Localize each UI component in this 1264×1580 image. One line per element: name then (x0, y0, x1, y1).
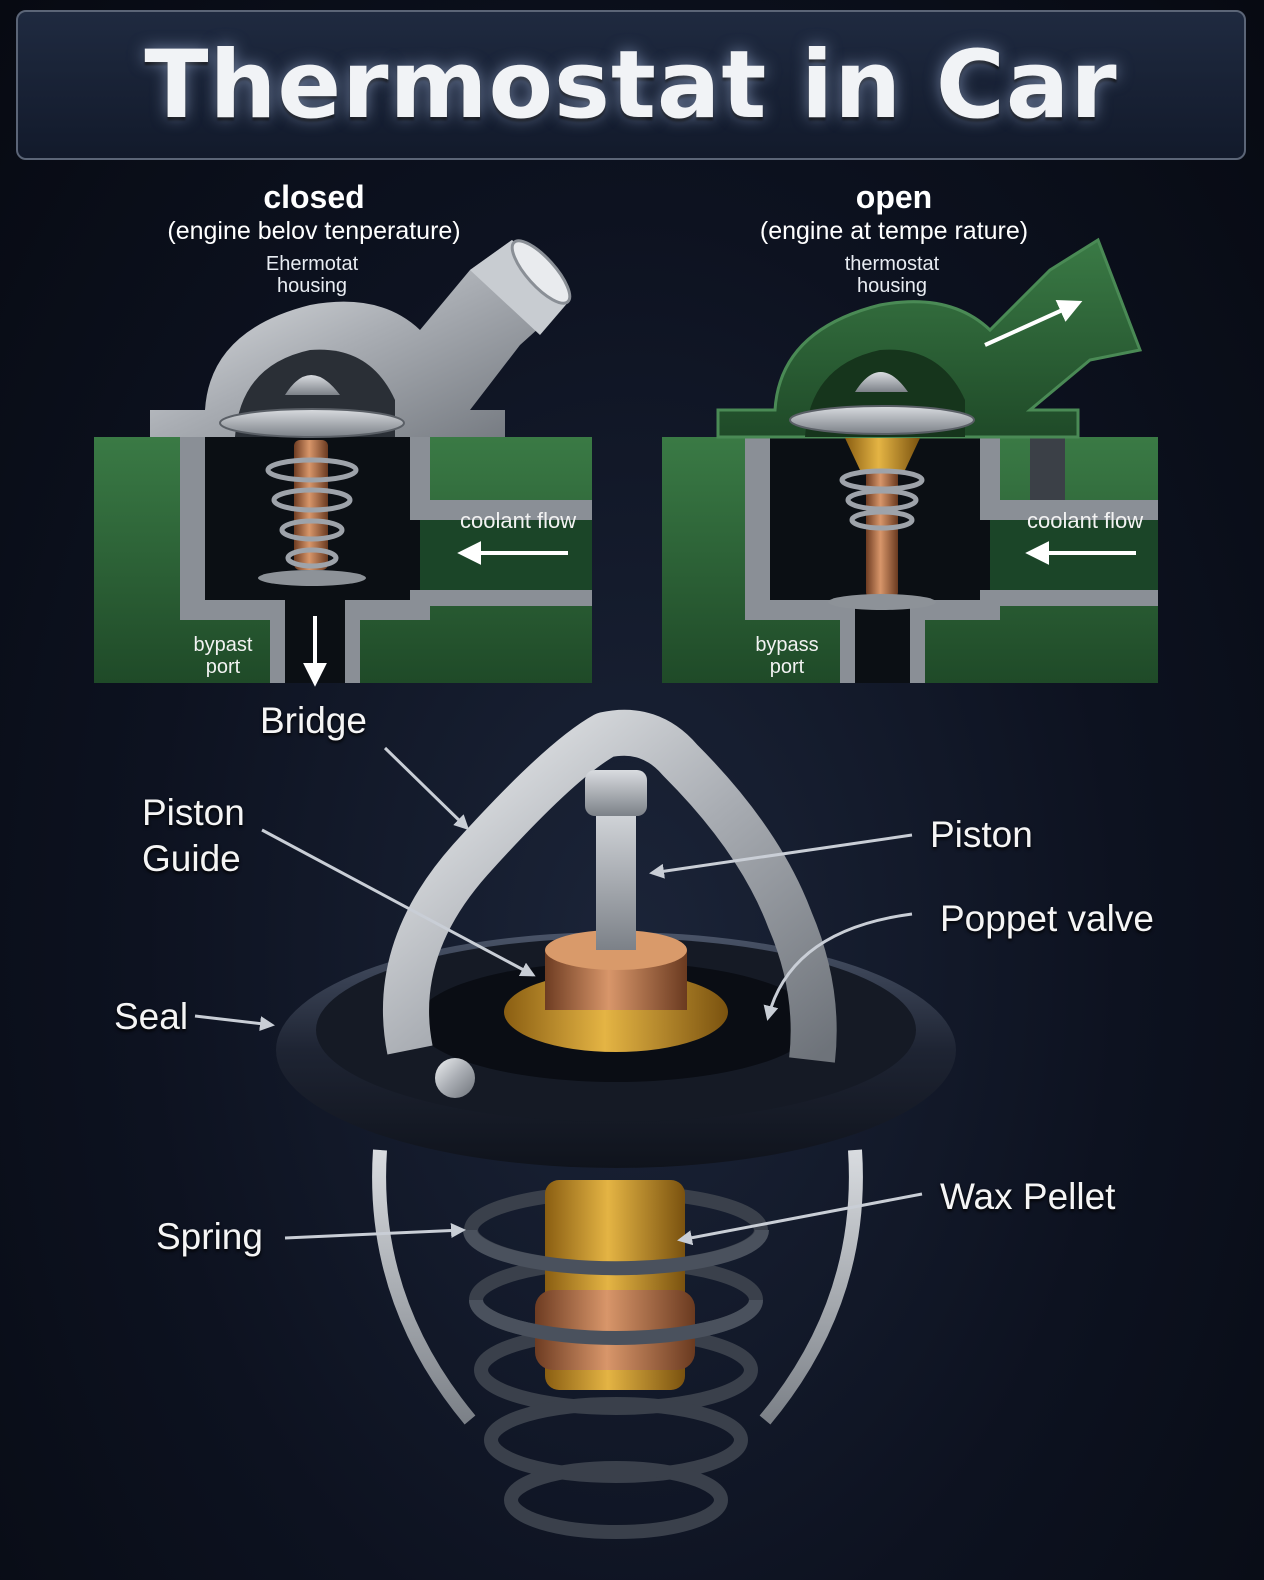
closed-flow-label: coolant flow (460, 508, 577, 533)
piston-label: Piston (930, 814, 1033, 855)
open-housing-label: thermostat housing (782, 253, 1002, 297)
open-housing-label-line1: thermostat (844, 253, 940, 275)
closed-port-label-line1: bypast (193, 634, 253, 656)
open-state-label: open (855, 179, 933, 215)
open-flow-label: coolant flow (1027, 508, 1144, 533)
wax-pellet-label: Wax Pellet (940, 1176, 1116, 1217)
closed-housing-label-line1: Ehermotat (265, 253, 359, 275)
poppet-valve-label: Poppet valve (940, 898, 1154, 939)
piston-pointer (649, 833, 913, 879)
piston-guide-label: Piston Guide (142, 790, 245, 882)
wax-pellet-pointer (677, 1192, 923, 1246)
open-port-label-line1: bypass (755, 634, 819, 656)
open-port-label-line2: port (769, 656, 805, 678)
closed-description: (engine belov tenperature) (167, 217, 461, 246)
open-port-label: bypass port (742, 634, 832, 678)
seal-label: Seal (114, 996, 189, 1037)
bridge-pointer (383, 746, 470, 831)
open-panel-heading: open (engine at tempe rature) (634, 178, 1154, 246)
closed-port-label-line2: port (205, 656, 241, 678)
closed-housing-label-line2: housing (276, 275, 348, 297)
spring-pointer (284, 1223, 466, 1240)
closed-cutaway (94, 239, 592, 687)
page-title: Thermostat in Car (144, 30, 1118, 140)
title-banner: Thermostat in Car (16, 10, 1246, 160)
spring-label: Spring (156, 1216, 263, 1257)
poppet-valve-pointer (763, 912, 913, 1021)
open-housing-label-line2: housing (856, 275, 928, 297)
open-outlet-arrow (984, 299, 1083, 347)
closed-panel-heading: closed (engine belov tenperature) (54, 178, 574, 246)
piston-guide-label-line1: Piston (142, 792, 245, 833)
closed-housing-label: Ehermotat housing (202, 253, 422, 297)
piston-guide-label-line2: Guide (142, 838, 241, 879)
closed-state-label: closed (263, 179, 365, 215)
bridge-arch (383, 709, 837, 1063)
bridge-label: Bridge (260, 700, 367, 741)
open-description: (engine at tempe rature) (759, 217, 1029, 246)
piston-guide-pointer (261, 828, 536, 977)
open-cutaway (662, 237, 1158, 683)
large-thermostat (194, 709, 956, 1539)
closed-port-label: bypast port (178, 634, 268, 678)
seal-pointer (194, 1014, 275, 1032)
piston-rod (596, 800, 636, 950)
